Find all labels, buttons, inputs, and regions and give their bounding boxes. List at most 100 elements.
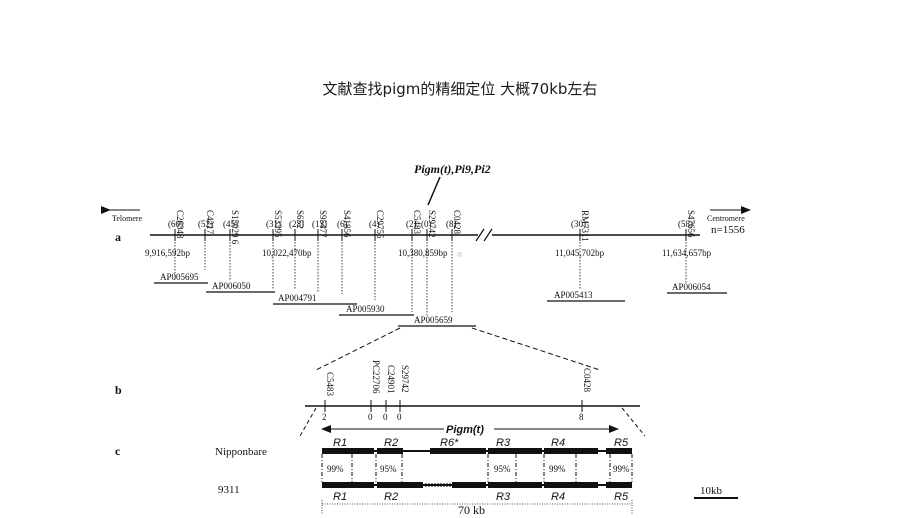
scale-label: 10kb	[700, 485, 723, 497]
bac-ap005930: AP005930	[339, 304, 414, 316]
bac-ap005695: AP005695	[154, 272, 208, 284]
top-region-r3: R3	[496, 437, 511, 449]
position-2: 10,022,470bp	[262, 248, 312, 258]
svg-text:C24901: C24901	[386, 365, 396, 394]
svg-text:0: 0	[368, 412, 373, 422]
top-region-r5: R5	[614, 437, 629, 449]
bottom-region-r5: R5	[614, 491, 629, 503]
svg-text:AP006050: AP006050	[212, 281, 251, 291]
physical-positions: 9,916,592bp 10,022,470bp 10,380,859bp 11…	[145, 248, 712, 258]
bac-ap006050: AP006050	[206, 281, 275, 293]
bottom-region-r1: R1	[333, 491, 347, 503]
svg-text:C5483: C5483	[412, 210, 422, 235]
top-region-r2: R2	[384, 437, 398, 449]
homology-connectors	[321, 454, 633, 482]
axis-break-2	[483, 228, 493, 242]
panel-c-label: c	[115, 444, 121, 458]
svg-text:(0): (0)	[421, 219, 432, 229]
svg-text:AP004791: AP004791	[278, 293, 317, 303]
svg-text:0: 0	[397, 412, 402, 422]
zoom-line-left	[315, 327, 401, 371]
position-4: 11,045,702bp	[555, 248, 605, 258]
position-3-mark	[457, 252, 462, 257]
svg-text:C26348: C26348	[175, 210, 185, 239]
svg-text:C29755: C29755	[375, 210, 385, 239]
nipponbare-track	[322, 448, 632, 454]
identity-r3: 95%	[494, 464, 511, 474]
svg-text:S652: S652	[295, 210, 305, 229]
marker-c5483: C5483(2)	[406, 210, 422, 241]
svg-text:S53395: S53395	[273, 210, 283, 238]
marker-s29742: S29742(0)	[421, 210, 437, 241]
bac-ap006054: AP006054	[667, 282, 727, 294]
panel-a-label: a	[115, 230, 121, 244]
marker-rm7311: RM7311(30)	[571, 210, 590, 242]
gene-pointer	[427, 176, 441, 206]
marker-c4217: C4217(52)	[198, 210, 215, 241]
panel-b-label: b	[115, 383, 122, 397]
identity-r5: 99%	[613, 464, 630, 474]
svg-text:S95477: S95477	[318, 210, 328, 238]
marker-s95477: S95477(13)	[312, 210, 328, 241]
identity-labels: 99% 95% 95% 99% 99%	[327, 464, 630, 474]
marker-s47656: S47656(58)	[678, 210, 696, 241]
bac-ap004791: AP004791	[273, 293, 357, 305]
position-5: 11,634,657bp	[662, 248, 712, 258]
bac-contigs: AP005695 AP006050 AP004791 AP005930 AP00…	[154, 272, 727, 327]
svg-text:(45): (45)	[223, 219, 238, 229]
svg-text:AP005695: AP005695	[160, 272, 199, 282]
bottom-region-r3: R3	[496, 491, 511, 503]
bac-ap005413: AP005413	[547, 290, 625, 302]
svg-text:AP006054: AP006054	[672, 282, 711, 292]
gene-label: Pigm(t),Pi9,Pi2	[414, 162, 491, 176]
interval-label-bg	[444, 422, 494, 436]
position-3: 10,380,859bp	[398, 248, 448, 258]
top-region-r1: R1	[333, 437, 347, 449]
svg-text:AP005930: AP005930	[346, 304, 385, 314]
marker-s150296: S15029 6(45)	[223, 210, 240, 245]
marker-c0428: C0428(8)	[446, 210, 462, 241]
marker-s652: S652(23)	[289, 210, 305, 241]
svg-text:(31): (31)	[266, 219, 281, 229]
svg-text:(6): (6)	[337, 219, 348, 229]
identity-r4: 99%	[549, 464, 566, 474]
svg-text:C0428: C0428	[452, 210, 462, 235]
svg-text:PC22706: PC22706	[371, 360, 381, 394]
marker-c29755: C29755(4)	[369, 210, 385, 241]
svg-text:S29742: S29742	[427, 210, 437, 238]
svg-text:AP005413: AP005413	[554, 290, 593, 300]
top-region-r6: R6*	[440, 437, 459, 449]
telomere-label: Telomere	[112, 214, 143, 223]
slide-title: 文献查找pigm的精细定位 大概70kb左右	[322, 80, 598, 98]
bottom-region-r2: R2	[384, 491, 398, 503]
svg-text:S15029 6: S15029 6	[230, 210, 240, 245]
9311-track	[322, 482, 632, 488]
identity-r1: 99%	[327, 464, 344, 474]
axis-break-1	[475, 228, 485, 242]
svg-text:S47656: S47656	[686, 210, 696, 238]
svg-text:(60): (60)	[168, 219, 183, 229]
svg-text:(58): (58)	[678, 219, 693, 229]
genome-9311: 9311	[218, 484, 240, 496]
svg-text:C0428: C0428	[582, 368, 592, 393]
bottom-region-labels: R1 R2 R3 R4 R5	[333, 491, 629, 503]
svg-text:S29742: S29742	[400, 365, 410, 393]
svg-text:8: 8	[579, 412, 584, 422]
marker-s41856: S41856(6)	[337, 210, 352, 241]
centromere-label: Centromere	[707, 214, 745, 223]
svg-text:(8): (8)	[446, 219, 457, 229]
fine-marker-s29742: S29742 0	[397, 365, 410, 422]
svg-text:2: 2	[322, 412, 327, 422]
zoom-line-b-left	[299, 407, 317, 437]
marker-drop-lines	[174, 242, 687, 316]
svg-text:(13): (13)	[312, 219, 327, 229]
panel-a-markers: C26348(60) C4217(52) S15029 6(45) S53395…	[168, 210, 696, 245]
bac-ap005659: AP005659	[398, 315, 476, 327]
svg-text:(30): (30)	[571, 219, 586, 229]
genome-nipponbare: Nipponbare	[215, 446, 267, 458]
svg-text:S41856: S41856	[342, 210, 352, 238]
bottom-region-r4: R4	[551, 491, 565, 503]
